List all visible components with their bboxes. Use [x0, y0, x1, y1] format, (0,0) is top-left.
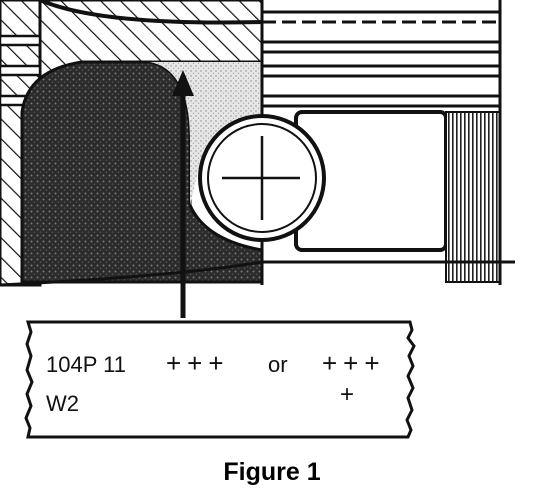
figure-caption: Figure 1: [223, 458, 321, 486]
marking-or: or: [268, 352, 288, 377]
marking-code-line1: 104P 11: [46, 352, 126, 377]
marking-label-box: 104P 11 +++ or +++ W2 +: [24, 320, 416, 439]
marking-crosses-a: +++: [166, 348, 230, 378]
marking-location-arrow: [172, 70, 194, 318]
piston-section: [0, 0, 515, 287]
pin-boss-shading: [150, 62, 262, 205]
marking-code-line2: W2: [46, 391, 79, 416]
marking-cross-line2: +: [340, 381, 354, 408]
marking-crosses-b: +++: [322, 348, 386, 378]
